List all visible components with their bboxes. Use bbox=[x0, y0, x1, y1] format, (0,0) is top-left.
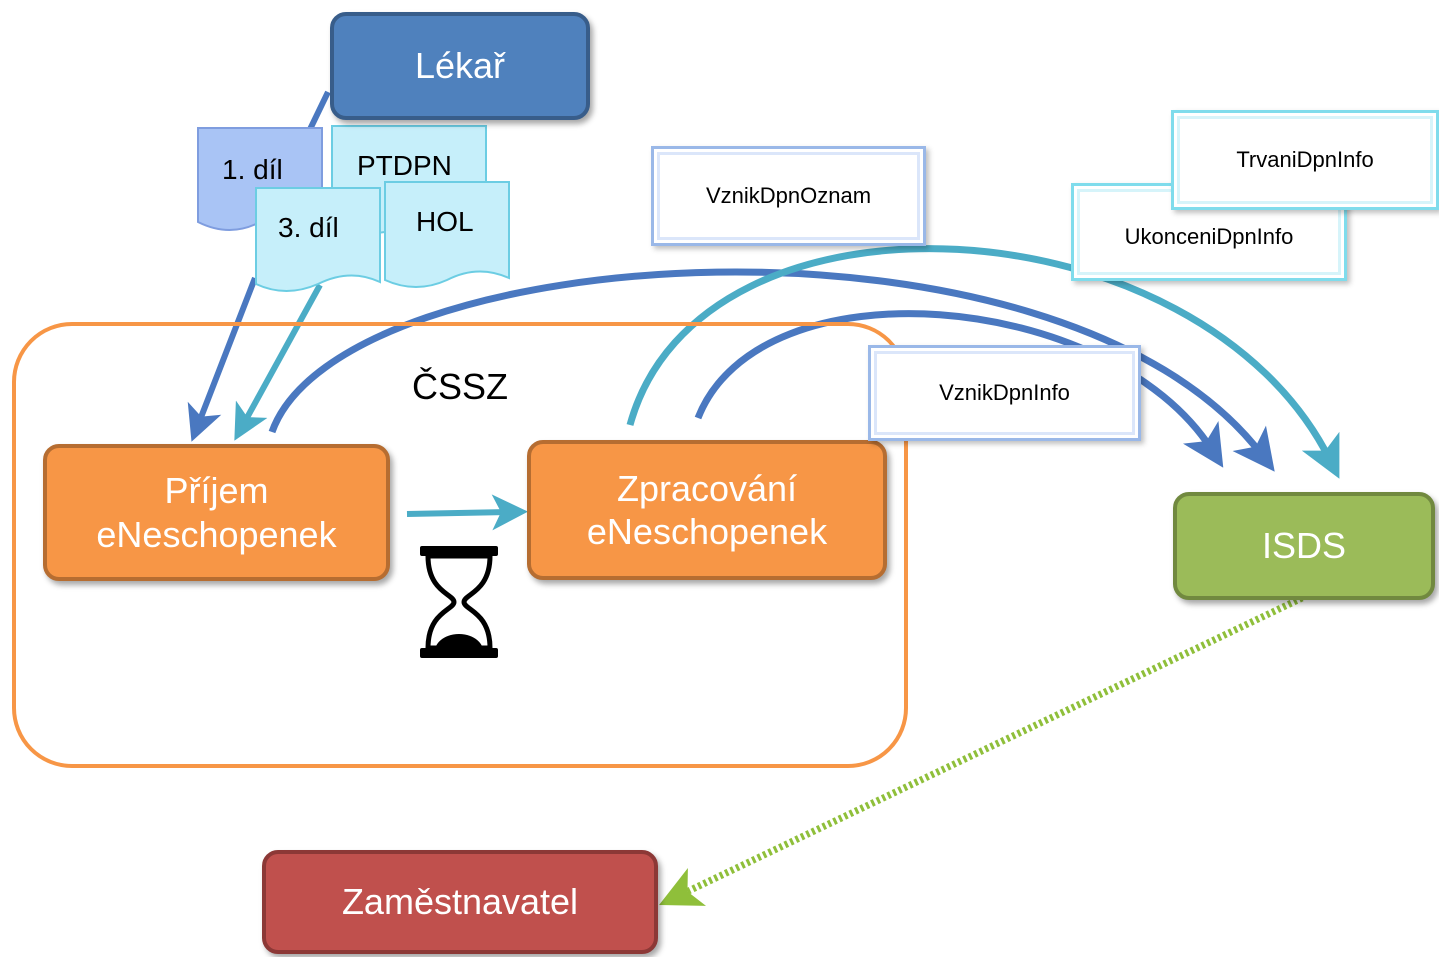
zpracovani-label: Zpracování eNeschopenek bbox=[586, 467, 828, 552]
arrow-dil3-to-prijem bbox=[234, 283, 323, 441]
arrow-zpracovani-to-isds-teal bbox=[626, 245, 1340, 479]
document-dil3-label: 3. díl bbox=[278, 212, 339, 243]
zamestnavatel-node: Zaměstnavatel bbox=[262, 850, 658, 954]
message-vznik-dpn-info-label: VznikDpnInfo bbox=[939, 380, 1070, 405]
message-trvani-dpn-info-label: TrvaniDpnInfo bbox=[1236, 147, 1374, 172]
document-hol-label: HOL bbox=[416, 206, 474, 237]
zamestnavatel-label: Zaměstnavatel bbox=[341, 881, 579, 922]
lekar-label: Lékař bbox=[414, 45, 506, 86]
document-ptdpn-label: PTDPN bbox=[357, 150, 452, 181]
arrow-zpracovani-to-isds-blue bbox=[694, 310, 1224, 468]
message-vznik-dpn-info: VznikDpnInfo bbox=[868, 345, 1141, 441]
message-ukonceni-dpn-info-label: UkonceniDpnInfo bbox=[1124, 224, 1294, 249]
isds-label: ISDS bbox=[1261, 525, 1347, 566]
cssz-label: ČSSZ bbox=[412, 366, 509, 407]
prijem-node: Příjem eNeschopenek bbox=[43, 444, 390, 581]
document-hol bbox=[384, 181, 510, 288]
message-trvani-dpn-info: TrvaniDpnInfo bbox=[1171, 110, 1439, 210]
message-vznik-dpn-oznam-label: VznikDpnOznam bbox=[705, 183, 872, 208]
zpracovani-node: Zpracování eNeschopenek bbox=[527, 440, 887, 580]
isds-node: ISDS bbox=[1173, 492, 1435, 600]
arrow-prijem-to-isds bbox=[268, 268, 1275, 472]
lekar-node: Lékař bbox=[330, 12, 590, 120]
document-dil1-label: 1. díl bbox=[222, 154, 283, 185]
arrow-isds-to-zamestnavatel bbox=[659, 594, 1304, 906]
hourglass-icon bbox=[420, 546, 498, 658]
prijem-label: Příjem eNeschopenek bbox=[96, 470, 337, 555]
cssz-boundary bbox=[12, 322, 908, 768]
message-vznik-dpn-oznam: VznikDpnOznam bbox=[651, 146, 926, 246]
arrow-prijem-to-zpracovani bbox=[406, 494, 528, 531]
document-dil3 bbox=[255, 187, 381, 292]
arrow-dil1-to-prijem bbox=[187, 276, 258, 442]
